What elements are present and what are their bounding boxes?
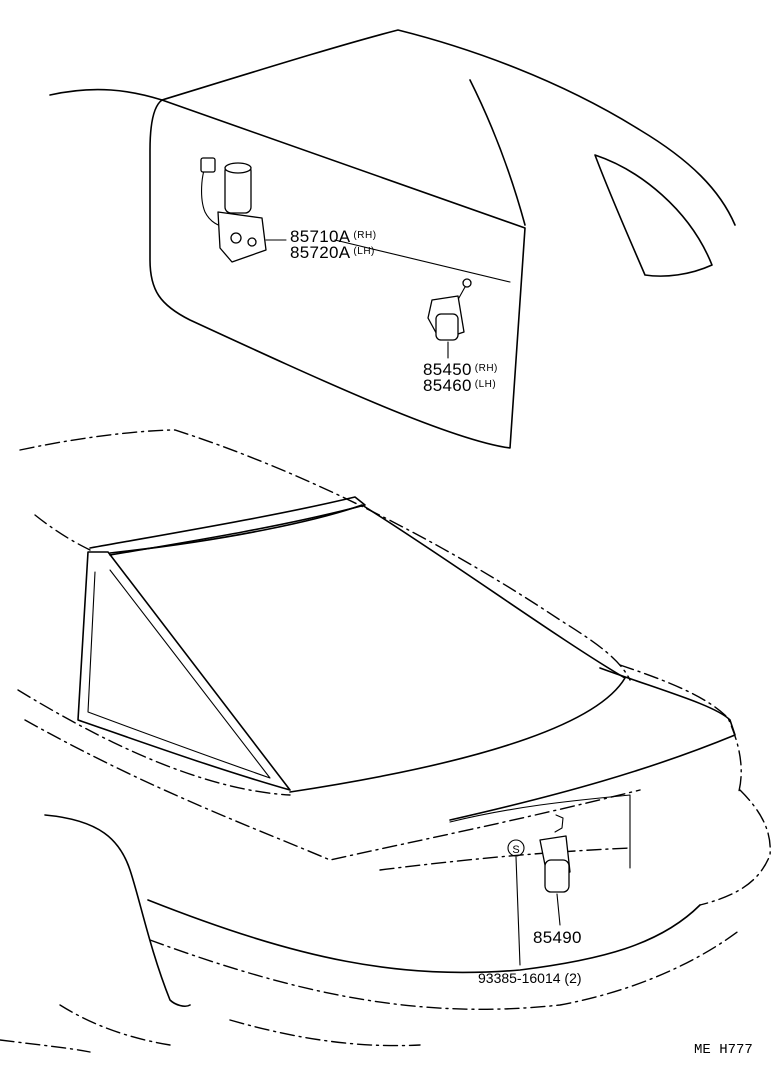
door-lock-actuator-lh-label: 85460(LH) bbox=[423, 376, 496, 396]
part-number: 85450 bbox=[423, 360, 472, 379]
side-label: (RH) bbox=[474, 363, 498, 374]
quantity: (2) bbox=[564, 970, 582, 986]
trunk-actuator-illustration bbox=[539, 814, 571, 926]
part-number: 85720A bbox=[290, 243, 351, 262]
part-number: 85460 bbox=[423, 376, 472, 395]
side-label: (RH) bbox=[353, 230, 377, 241]
screw-label: 93385-16014 (2) bbox=[478, 970, 582, 986]
door-panel bbox=[149, 99, 526, 449]
car-side-outline bbox=[49, 29, 736, 277]
mirror-motor-illustration bbox=[200, 157, 287, 263]
trunk-actuator-label: 85490 bbox=[533, 928, 582, 948]
svg-text:S: S bbox=[512, 844, 519, 856]
part-number: 93385-16014 bbox=[478, 970, 561, 986]
side-label: (LH) bbox=[474, 379, 497, 390]
car-rear-outline bbox=[0, 429, 771, 1053]
door-lock-actuator-illustration bbox=[427, 278, 472, 359]
mirror-motor-rh-label: 85710A(RH) bbox=[290, 227, 377, 247]
mirror-motor-lh-label: 85720A(LH) bbox=[290, 243, 375, 263]
screw-symbol: S bbox=[507, 839, 525, 966]
part-number: 85490 bbox=[533, 928, 582, 947]
diagram-code: ME H777 bbox=[694, 1042, 753, 1058]
door-lock-actuator-rh-label: 85450(RH) bbox=[423, 360, 498, 380]
part-number: 85710A bbox=[290, 227, 351, 246]
side-label: (LH) bbox=[353, 246, 375, 257]
